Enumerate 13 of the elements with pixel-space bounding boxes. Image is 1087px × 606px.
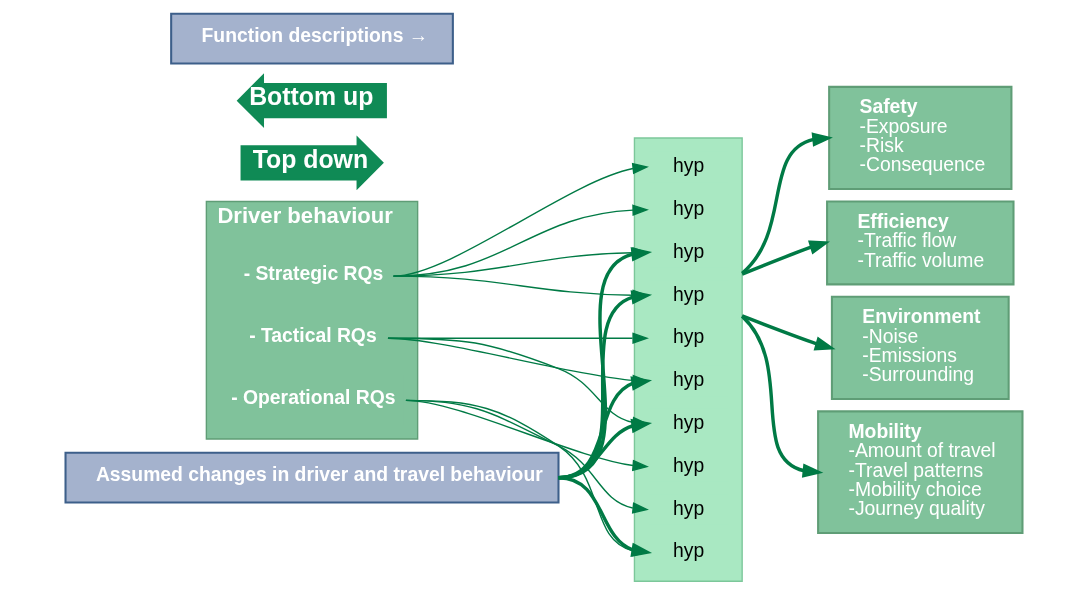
- node-text: hyp: [672, 197, 704, 219]
- node-text: hyp: [672, 454, 704, 476]
- node-text: hyp: [672, 240, 704, 262]
- node-text: hyp: [672, 540, 704, 562]
- node-text: - Operational RQs: [230, 387, 396, 409]
- node-text: hyp: [672, 283, 704, 305]
- node-text: hyp: [672, 497, 704, 519]
- node-text: hyp: [672, 369, 704, 391]
- node-text: - Strategic RQs: [243, 262, 383, 284]
- node-text: - Tactical RQs: [248, 324, 377, 346]
- node-text: hyp: [672, 411, 704, 433]
- node-text: hyp: [672, 326, 704, 348]
- node-text: hyp: [672, 155, 704, 177]
